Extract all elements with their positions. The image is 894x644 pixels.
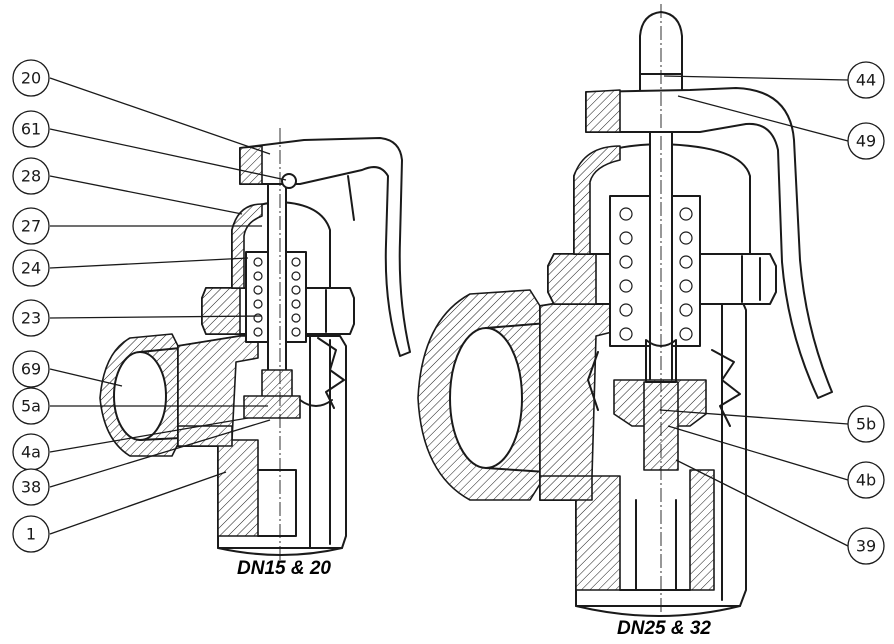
svg-text:38: 38 [21, 478, 41, 497]
callout-24: 24 [12, 249, 50, 287]
callout-5a: 5a [12, 387, 50, 425]
callout-bubbles: 20 61 28 27 24 23 69 5a [12, 59, 885, 565]
callout-27: 27 [12, 207, 50, 245]
svg-text:4b: 4b [856, 471, 876, 490]
stem [267, 157, 287, 379]
callout-69: 69 [12, 350, 50, 388]
svg-text:20: 20 [21, 69, 41, 88]
inlet-bore-large [449, 327, 523, 469]
svg-text:61: 61 [21, 120, 41, 139]
large-valve [417, 4, 833, 620]
callout-61: 61 [12, 110, 50, 148]
leader-lines [49, 75, 849, 547]
callout-5b: 5b [847, 405, 885, 443]
callout-4a: 4a [12, 433, 50, 471]
callout-49: 49 [847, 122, 885, 160]
svg-text:23: 23 [21, 309, 41, 328]
svg-text:69: 69 [21, 360, 41, 379]
svg-text:44: 44 [856, 71, 876, 90]
svg-text:5b: 5b [856, 415, 876, 434]
callout-1: 1 [12, 515, 50, 553]
callout-44: 44 [847, 61, 885, 99]
caption-dn25-32: DN25 & 32 [617, 618, 711, 639]
callout-38: 38 [12, 468, 50, 506]
svg-text:27: 27 [21, 217, 41, 236]
svg-text:28: 28 [21, 167, 41, 186]
disc [243, 395, 301, 419]
svg-text:49: 49 [856, 132, 876, 151]
svg-text:4a: 4a [21, 443, 41, 462]
callout-28: 28 [12, 157, 50, 195]
lever-pin [281, 173, 297, 189]
callout-4b: 4b [847, 461, 885, 499]
callout-39: 39 [847, 527, 885, 565]
inlet-bore [113, 351, 167, 441]
svg-text:24: 24 [21, 259, 41, 278]
svg-text:39: 39 [856, 537, 876, 556]
svg-text:5a: 5a [21, 397, 41, 416]
caption-dn15-20: DN15 & 20 [237, 558, 331, 579]
callout-20: 20 [12, 59, 50, 97]
small-valve [99, 128, 411, 560]
svg-text:1: 1 [26, 525, 36, 544]
callout-23: 23 [12, 299, 50, 337]
